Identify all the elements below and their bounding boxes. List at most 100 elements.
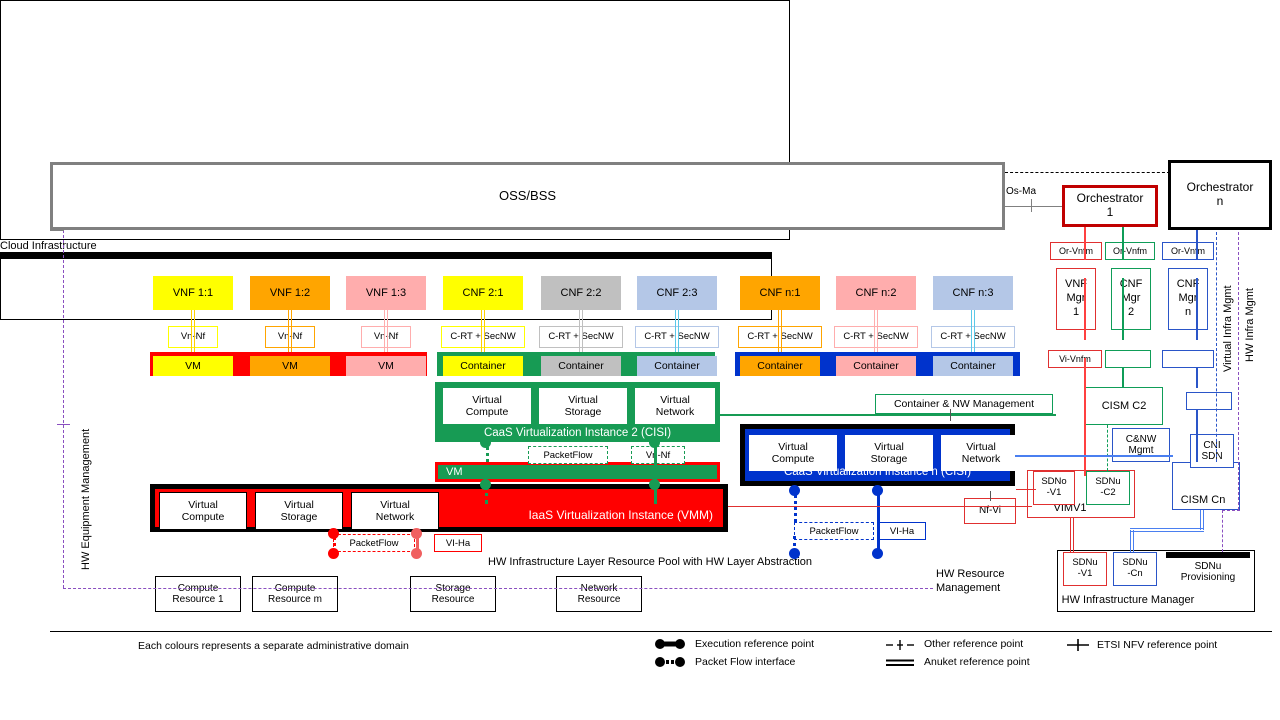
sdnu-c2-label: SDNu-C2 xyxy=(1095,476,1121,498)
manager-line-2: n xyxy=(1184,305,1192,318)
host-box-4: Container xyxy=(541,356,621,376)
legend-execution-label: Execution reference point xyxy=(695,638,815,650)
reference-point-label: C-RT + SecNW xyxy=(450,330,516,342)
host-label: Container xyxy=(950,359,996,372)
function-label: VNF 1:3 xyxy=(365,286,407,299)
legend-item-anuket: Anuket reference point xyxy=(884,656,1030,668)
red-dot-3 xyxy=(411,528,422,539)
or-vnfm-label: Or-Vnfm xyxy=(1170,245,1205,256)
legend-etsi-label: ETSI NFV reference point xyxy=(1097,639,1218,651)
green-dot-1 xyxy=(480,437,491,448)
hw-resource-line-2: Resource m xyxy=(268,594,322,605)
blue-cism-line xyxy=(1196,400,1198,462)
function-host-connector-5 xyxy=(675,310,679,372)
host-label: Container xyxy=(654,359,700,372)
function-box-3[interactable]: CNF 2:1 xyxy=(443,276,523,310)
function-box-2[interactable]: VNF 1:3 xyxy=(346,276,426,310)
reference-point-label: C-RT + SecNW xyxy=(644,330,710,342)
iaas-title: IaaS Virtualization Instance (VMM) xyxy=(528,508,713,523)
legend-item-etsi: ETSI NFV reference point xyxy=(1065,638,1217,652)
function-box-0[interactable]: VNF 1:1 xyxy=(153,276,233,310)
red-dot-1 xyxy=(328,528,339,539)
function-box-4[interactable]: CNF 2:2 xyxy=(541,276,621,310)
host-box-6: Container xyxy=(740,356,820,376)
orchestrator-dashed-link xyxy=(1005,172,1170,173)
bottom-divider xyxy=(50,631,1272,632)
sdnu-v1-label: SDNu-V1 xyxy=(1072,557,1098,579)
hw-infra-mgmt-label: HW Infra Mgmt xyxy=(1244,288,1256,362)
red-vim-line xyxy=(1084,358,1086,476)
vm-bar: VM xyxy=(435,462,720,482)
function-box-8[interactable]: CNF n:3 xyxy=(933,276,1013,310)
legend-other-label: Other reference point xyxy=(924,638,1024,650)
nf-vi-box: Nf-Vi xyxy=(964,498,1016,524)
sdnu-v1-box: SDNu-V1 xyxy=(1063,552,1107,586)
or-vnfm-chip-0: Or-Vnfm xyxy=(1050,242,1102,260)
sdnu-cn-label: SDNu-Cn xyxy=(1122,557,1148,579)
virtual-infra-mgmt-label: Virtual Infra Mgmt xyxy=(1222,285,1234,372)
legend-item-execution: Execution reference point xyxy=(655,638,814,650)
hw-equipment-management-divider xyxy=(63,230,64,588)
function-label: CNF 2:2 xyxy=(560,286,602,299)
red-sdnu-line xyxy=(1070,518,1074,552)
or-vnfm-chip-2: Or-Vnfm xyxy=(1162,242,1214,260)
hw-resource-line-2: Resource 1 xyxy=(172,594,224,605)
reference-point-8: C-RT + SecNW xyxy=(931,326,1015,348)
cisin-title: CaaS Virtualization Instance n (CISI) xyxy=(783,465,972,478)
function-label: CNF n:3 xyxy=(952,286,994,299)
function-host-connector-7 xyxy=(874,310,878,372)
function-box-7[interactable]: CNF n:2 xyxy=(836,276,916,310)
red-dot-4 xyxy=(411,548,422,559)
function-box-6[interactable]: CNF n:1 xyxy=(740,276,820,310)
blue-seg-line xyxy=(1196,358,1198,388)
manager-line-1: Mgr xyxy=(1178,292,1198,305)
green-dot-3 xyxy=(649,437,660,448)
cnw-double-line-left xyxy=(718,414,878,416)
manager-line-0: VNF xyxy=(1065,278,1087,291)
function-box-1[interactable]: VNF 1:2 xyxy=(250,276,330,310)
cloud-infrastructure-label: Cloud Infrastructure xyxy=(0,240,97,252)
blue-prov-line-c xyxy=(1130,530,1134,552)
blue-empty-chip xyxy=(1162,350,1214,368)
green-vnnf-line xyxy=(654,442,657,504)
function-host-connector-1 xyxy=(288,310,292,372)
sdno-v1-label: SDNo-V1 xyxy=(1041,476,1067,498)
reference-point-label: C-RT + SecNW xyxy=(843,330,909,342)
function-host-connector-0 xyxy=(191,310,195,372)
reference-point-1: Vn-Nf xyxy=(265,326,315,348)
hw-infra-mgmt-elbow xyxy=(1222,510,1240,511)
function-label: CNF 2:1 xyxy=(462,286,504,299)
reference-point-label: Vn-Nf xyxy=(180,330,206,342)
red-packetflow-line xyxy=(333,530,336,552)
hw-infra-mgmt-divider xyxy=(1238,232,1239,510)
green-dot-4 xyxy=(649,479,660,490)
hw-infra-mgmt-divider-2 xyxy=(1222,510,1223,552)
red-nfvi-line-a xyxy=(920,506,1032,507)
host-label: VM xyxy=(282,359,298,372)
sdnu-c2-box: SDNu-C2 xyxy=(1086,471,1130,505)
function-host-connector-2 xyxy=(384,310,388,372)
function-box-5[interactable]: CNF 2:3 xyxy=(637,276,717,310)
hw-resource-line-2: Resource xyxy=(431,594,475,605)
vimv1-label: VIMV1 xyxy=(1053,502,1087,515)
function-label: CNF 2:3 xyxy=(656,286,698,299)
host-label: Container xyxy=(757,359,803,372)
green-cism-dashed xyxy=(1107,425,1108,471)
blue-dot-3 xyxy=(872,485,883,496)
